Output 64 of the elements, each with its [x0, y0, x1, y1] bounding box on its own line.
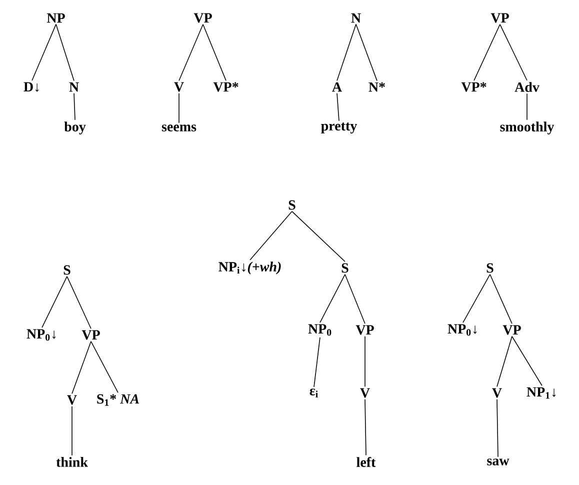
tree-branch	[56, 24, 74, 82]
category-label: VP	[502, 325, 521, 335]
tree-branch	[344, 274, 366, 324]
tree-branch	[500, 24, 528, 81]
category-label: S	[342, 263, 348, 273]
tree-branch	[66, 276, 92, 329]
tree-branch	[32, 24, 56, 81]
category-label: VP	[490, 13, 509, 23]
category-label: V	[492, 388, 502, 398]
tree-branch	[42, 276, 68, 328]
tree-branch	[474, 24, 500, 81]
tree-branch	[320, 274, 346, 323]
category-label: VP	[82, 330, 100, 340]
category-label: NP$_{0}$↓	[448, 324, 477, 336]
word-label: ε$_{i}$	[310, 388, 318, 398]
tree-branch	[364, 398, 366, 456]
category-label: N	[69, 82, 79, 92]
word-label: think	[56, 457, 88, 467]
tree-branch	[336, 92, 340, 122]
tree-branch	[496, 398, 498, 458]
tree-branch	[526, 93, 528, 120]
tree-branch	[496, 336, 512, 387]
category-label: VP	[194, 13, 212, 23]
category-label: N*	[368, 82, 385, 92]
tree-branch	[250, 211, 292, 260]
word-label: left	[356, 456, 376, 467]
category-label: D↓	[24, 82, 39, 92]
tree-branch	[364, 336, 366, 387]
tree-branch	[462, 274, 490, 323]
tree-branch	[292, 211, 346, 262]
category-label: N	[351, 13, 361, 23]
tree-branch	[314, 337, 320, 388]
category-label: VP*	[461, 82, 486, 92]
category-label: V	[174, 82, 184, 92]
word-label: boy	[64, 122, 86, 134]
word-label: smoothly	[500, 122, 554, 134]
category-label: S	[486, 263, 494, 273]
category-label: NP$_{0}$↓	[26, 329, 56, 341]
category-label: Adv	[514, 82, 540, 92]
tree-branch	[90, 340, 118, 393]
category-label: S	[288, 200, 296, 210]
category-label: S$_{1}$* NA	[97, 394, 139, 406]
tree-branch	[178, 24, 204, 81]
category-label: A	[332, 82, 342, 92]
tree-branch	[74, 92, 76, 120]
word-label: saw	[487, 458, 510, 466]
category-label: NP$_{1}$↓	[526, 387, 556, 399]
tree-branch	[490, 274, 512, 324]
tree-branch	[512, 336, 542, 386]
word-label: pretty	[321, 122, 358, 134]
category-label: V	[360, 388, 370, 398]
tree-branch	[356, 24, 378, 82]
tree-branch	[178, 93, 180, 124]
category-label: VP*	[213, 82, 238, 92]
category-label: NP$_{i}$↓(+wh)	[218, 262, 281, 274]
tree-branch	[72, 340, 92, 394]
category-label: V	[67, 395, 77, 405]
category-label: NP$_{0}$	[308, 324, 332, 336]
category-label: S	[64, 265, 70, 275]
category-label: VP	[356, 325, 374, 335]
tree-branch	[336, 24, 356, 82]
category-label: NP	[46, 13, 65, 23]
word-label: seems	[162, 124, 196, 132]
tree-branch	[202, 24, 226, 81]
